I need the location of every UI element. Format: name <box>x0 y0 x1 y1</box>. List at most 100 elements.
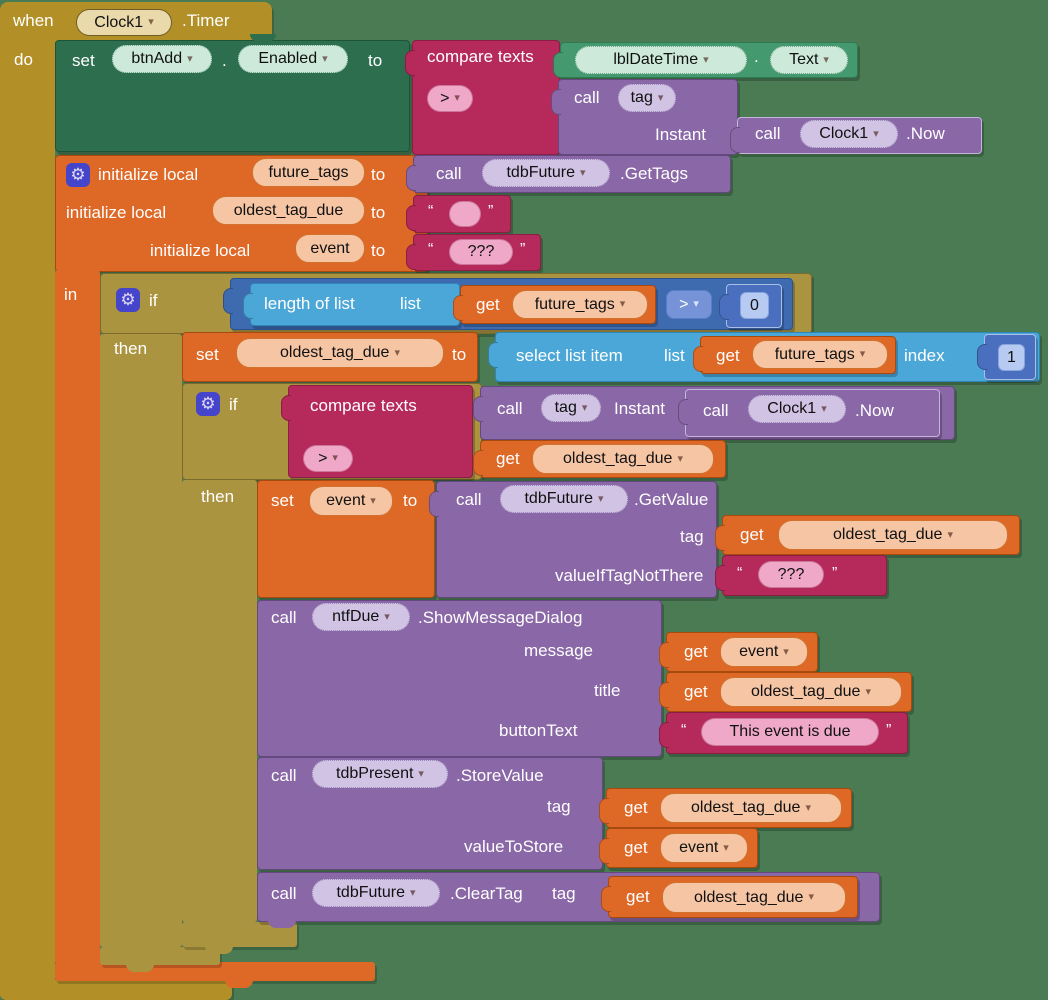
in-label: in <box>64 285 78 304</box>
tag-procedure-dropdown[interactable]: tag▾ <box>618 84 676 112</box>
oldest-tag-due-dropdown[interactable]: oldest_tag_due▾ <box>660 793 842 823</box>
clock-component-dropdown[interactable]: Clock1▾ <box>76 9 172 36</box>
when-block-bottom-bar[interactable] <box>0 980 232 1000</box>
plug <box>473 396 483 422</box>
if1-left-column[interactable] <box>100 334 182 947</box>
qqq-string-field[interactable]: ??? <box>449 239 513 265</box>
dropdown-arrow-icon: ▾ <box>865 685 871 698</box>
get-label: get <box>626 887 650 906</box>
storevalue-method-label: .StoreValue <box>456 766 544 785</box>
button-text-field[interactable]: This event is due <box>701 718 879 746</box>
enabled-property-dropdown[interactable]: Enabled▾ <box>238 45 348 73</box>
to-label: to <box>371 241 386 260</box>
tdbfuture-dropdown[interactable]: tdbFuture▾ <box>312 879 440 907</box>
mutator-gear-icon[interactable]: ⚙ <box>66 163 90 187</box>
valueiftagnotthere-param-label: valueIfTagNotThere <box>555 566 704 585</box>
one-number-field[interactable]: 1 <box>998 344 1025 371</box>
instant-param-label: Instant <box>655 125 707 144</box>
get-label: get <box>476 295 500 314</box>
then-label: then <box>114 339 148 358</box>
index-param-label: index <box>904 346 945 365</box>
dropdown-arrow-icon: ▾ <box>619 298 626 310</box>
plug <box>406 244 416 270</box>
if1-bottom-notch <box>126 963 154 972</box>
event-dropdown[interactable]: event▾ <box>660 833 748 863</box>
cleartag-method-label: .ClearTag <box>450 884 523 903</box>
plug <box>453 295 463 321</box>
set-label: set <box>72 51 95 70</box>
dot-label: . <box>754 47 759 66</box>
dropdown-arrow-icon: ▾ <box>187 52 193 65</box>
get-label: get <box>496 449 520 468</box>
title-param-label: title <box>594 681 621 700</box>
lbldatetime-dropdown[interactable]: lblDateTime▾ <box>575 46 747 74</box>
plug <box>405 50 415 76</box>
plug <box>281 395 291 421</box>
plug <box>977 344 987 370</box>
event-dropdown[interactable]: event▾ <box>309 486 393 516</box>
gettags-method-label: .GetTags <box>620 164 689 183</box>
event-name-field[interactable]: event <box>295 234 365 263</box>
to-label: to <box>371 203 386 222</box>
btnadd-dropdown[interactable]: btnAdd▾ <box>112 45 212 73</box>
future-tags-dropdown[interactable]: future_tags▾ <box>512 290 648 319</box>
dropdown-arrow-icon: ▾ <box>332 452 338 464</box>
oldest-tag-due-name-field[interactable]: oldest_tag_due <box>212 196 365 225</box>
set-block-top-notch <box>250 34 276 42</box>
plug <box>719 294 729 320</box>
empty-string-field[interactable] <box>449 201 481 227</box>
compare-operator-dropdown[interactable]: >▾ <box>427 85 473 112</box>
oldest-tag-due-dropdown[interactable]: oldest_tag_due▾ <box>720 677 902 707</box>
if2-left-column[interactable] <box>182 480 257 922</box>
oldest-tag-due-dropdown[interactable]: oldest_tag_due▾ <box>778 520 1008 550</box>
if2-bottom-notch <box>205 945 233 954</box>
call-label: call <box>271 608 297 627</box>
mutator-gear-icon[interactable]: ⚙ <box>196 392 220 416</box>
if1-bottom-bar[interactable] <box>100 947 220 965</box>
plug <box>553 52 563 78</box>
plug <box>223 288 233 314</box>
now-method-label: .Now <box>855 401 894 420</box>
when-block-left-column[interactable] <box>0 40 55 982</box>
gt-operator-dropdown[interactable]: >▾ <box>666 290 712 319</box>
oldest-tag-due-dropdown[interactable]: oldest_tag_due▾ <box>236 338 444 368</box>
tdbfuture-dropdown[interactable]: tdbFuture▾ <box>500 485 628 513</box>
close-quote: ” <box>886 722 892 739</box>
zero-number-field[interactable]: 0 <box>740 292 769 319</box>
plug <box>406 205 416 231</box>
plug <box>429 491 439 517</box>
future-tags-name-field[interactable]: future_tags <box>252 158 365 187</box>
future-tags-dropdown[interactable]: future_tags▾ <box>752 340 888 369</box>
init-bottom-notch <box>225 979 253 988</box>
clock1-dropdown[interactable]: Clock1▾ <box>800 120 898 148</box>
initialize-local-left-column[interactable] <box>55 270 100 964</box>
dropdown-arrow-icon: ▾ <box>677 452 683 465</box>
to-label: to <box>452 345 467 364</box>
to-label: to <box>368 51 383 70</box>
dropdown-arrow-icon: ▾ <box>873 127 879 140</box>
oldest-tag-due-dropdown[interactable]: oldest_tag_due▾ <box>662 882 846 913</box>
ntfdue-dropdown[interactable]: ntfDue▾ <box>312 603 410 631</box>
close-quote: ” <box>520 241 526 258</box>
set-btnadd-enabled-block[interactable] <box>55 40 410 152</box>
plug <box>715 565 725 591</box>
tdbpresent-dropdown[interactable]: tdbPresent▾ <box>312 760 448 788</box>
clock1-dropdown[interactable]: Clock1▾ <box>748 395 846 423</box>
dropdown-arrow-icon: ▾ <box>394 346 400 359</box>
oldest-tag-due-dropdown[interactable]: oldest_tag_due▾ <box>532 444 714 474</box>
tag-param-label: tag <box>547 797 571 816</box>
compare-operator-dropdown[interactable]: >▾ <box>303 445 353 472</box>
get-label: get <box>624 798 648 817</box>
tag-procedure-dropdown[interactable]: tag▾ <box>541 394 601 422</box>
plug <box>599 838 609 864</box>
plug <box>659 642 669 668</box>
text-property-dropdown[interactable]: Text▾ <box>770 46 848 74</box>
tdbfuture-dropdown[interactable]: tdbFuture▾ <box>482 159 610 187</box>
event-dropdown[interactable]: event▾ <box>720 637 808 667</box>
call-label: call <box>703 401 729 420</box>
qqq-string-field[interactable]: ??? <box>758 561 824 588</box>
mutator-gear-icon[interactable]: ⚙ <box>116 288 140 312</box>
length-of-list-block[interactable] <box>243 283 460 326</box>
plug <box>601 886 611 912</box>
